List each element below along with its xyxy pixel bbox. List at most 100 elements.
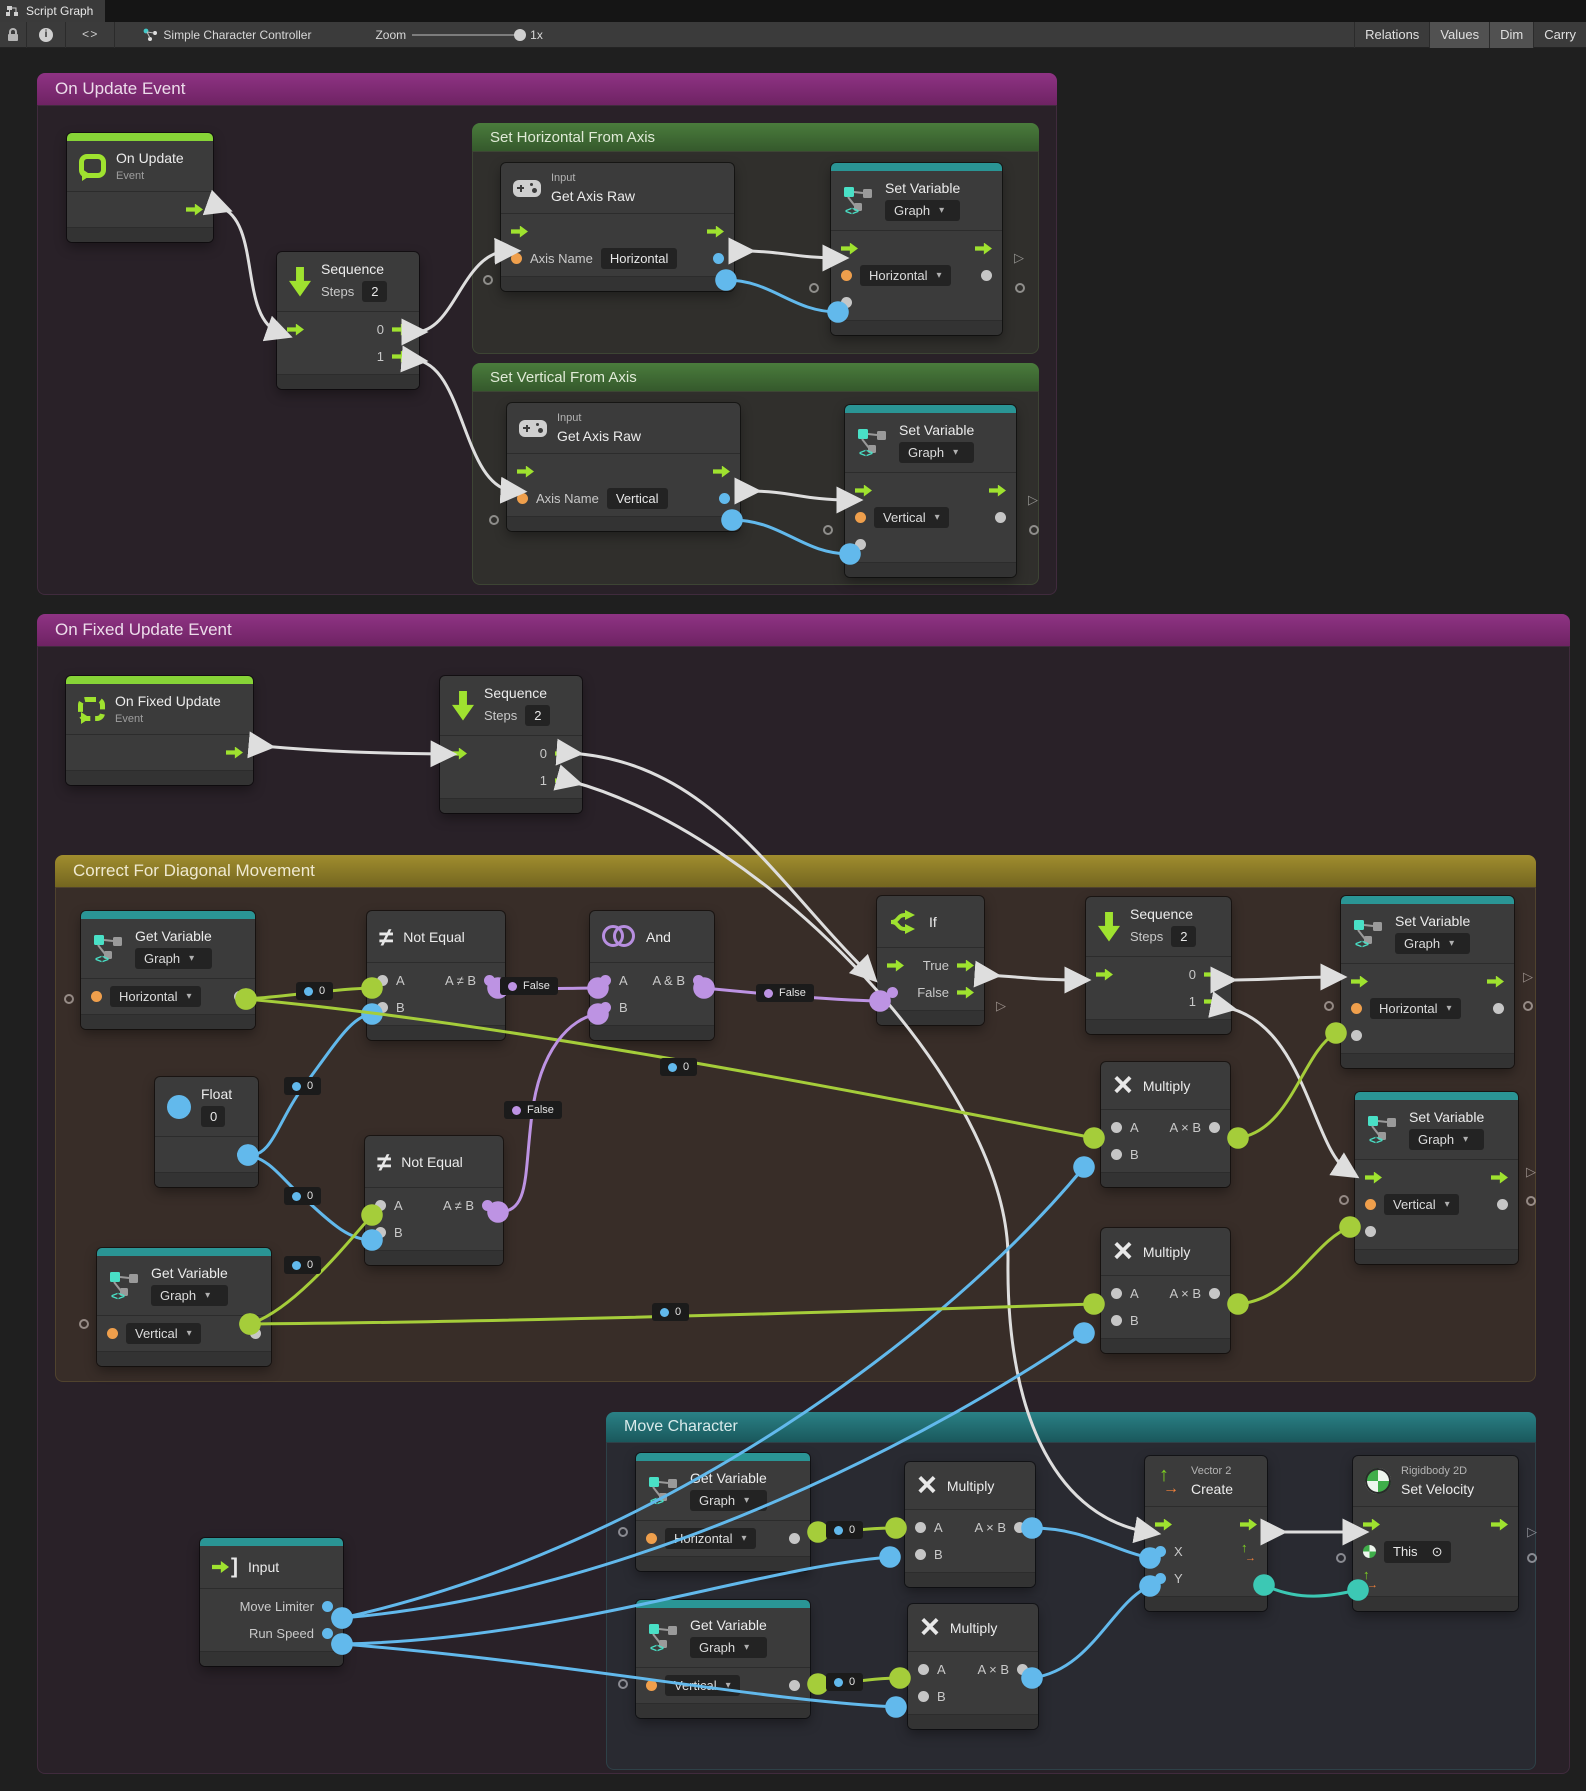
group-header[interactable]: Correct For Diagonal Movement (55, 855, 1536, 887)
unconnected-exec-triangle[interactable]: ▷ (1526, 1164, 1536, 1179)
input-port-a[interactable] (1111, 1122, 1122, 1133)
exec-input-port[interactable] (841, 242, 858, 255)
node-set-variable-vertical-1[interactable]: <> Set Variable Graph▾ Vertical▾ (845, 405, 1016, 577)
vector2-input-port[interactable]: ↑→ (1363, 1566, 1378, 1591)
exec-output-true[interactable] (957, 959, 974, 972)
float-input-x[interactable] (1155, 1546, 1166, 1557)
unconnected-port-ring[interactable] (1336, 1553, 1346, 1563)
this-value[interactable]: This⊙ (1384, 1540, 1452, 1563)
zoom-slider-knob[interactable] (514, 28, 527, 41)
unconnected-port-ring[interactable] (1523, 1001, 1533, 1011)
value-output-port[interactable] (1209, 1288, 1220, 1299)
exec-input-port[interactable] (1365, 1171, 1382, 1184)
variable-name-port[interactable] (1351, 1003, 1362, 1014)
variable-dropdown[interactable]: Horizontal▾ (1370, 998, 1461, 1019)
variable-dropdown[interactable]: Horizontal▾ (665, 1528, 756, 1549)
node-get-variable-horizontal-mc[interactable]: <> Get Variable Graph▾ Horizontal▾ (636, 1453, 810, 1571)
group-header[interactable]: On Update Event (37, 73, 1057, 105)
bool-output-port[interactable] (482, 1200, 493, 1211)
exec-input-port[interactable] (450, 747, 467, 760)
variable-dropdown[interactable]: Vertical▾ (1384, 1194, 1459, 1215)
exec-input-port[interactable] (1363, 1518, 1380, 1531)
input-port-a[interactable] (1111, 1288, 1122, 1299)
string-input-port[interactable] (517, 493, 528, 504)
exec-output-port-0[interactable] (555, 747, 572, 760)
value-output-port[interactable] (789, 1533, 800, 1544)
scope-dropdown[interactable]: Graph▾ (1395, 933, 1471, 954)
float-value[interactable]: 0 (201, 1106, 225, 1127)
bool-output-port[interactable] (693, 975, 704, 986)
variable-name-port[interactable] (91, 991, 102, 1002)
group-header[interactable]: Set Vertical From Axis (472, 363, 1039, 391)
unconnected-exec-triangle[interactable]: ▷ (1028, 492, 1038, 507)
axis-name-value[interactable]: Horizontal (600, 248, 678, 269)
exec-output-port-0[interactable] (1204, 968, 1221, 981)
rigidbody-port[interactable] (1363, 1545, 1376, 1558)
unconnected-exec-triangle[interactable]: ▷ (1527, 1524, 1537, 1539)
value-output-port[interactable] (1209, 1122, 1220, 1133)
value-output-port[interactable] (1017, 1664, 1028, 1675)
exec-output-port[interactable] (989, 484, 1006, 497)
value-input-port[interactable] (841, 297, 852, 308)
exec-input-port[interactable] (855, 484, 872, 497)
node-set-variable-horizontal-2[interactable]: <> Set Variable Graph▾ Horizontal▾ (1341, 896, 1514, 1068)
exec-output-port-0[interactable] (392, 323, 409, 336)
node-get-variable-horizontal-diag[interactable]: <> Get Variable Graph▾ Horizontal▾ (81, 911, 255, 1029)
exec-output-port[interactable] (713, 465, 730, 478)
node-set-variable-horizontal-1[interactable]: <> Set Variable Graph▾ Horizontal▾ (831, 163, 1002, 335)
scope-dropdown[interactable]: Graph▾ (899, 442, 975, 463)
tab-script-graph[interactable]: Script Graph (0, 0, 106, 22)
scope-dropdown[interactable]: Graph▾ (690, 1490, 767, 1511)
info-icon[interactable]: i (39, 27, 53, 42)
bool-input-port[interactable] (887, 987, 898, 998)
input-port-b[interactable] (377, 1002, 388, 1013)
exec-input-port[interactable] (1096, 968, 1113, 981)
exec-output-port[interactable] (1491, 1518, 1508, 1531)
unconnected-port-ring[interactable] (79, 1319, 89, 1329)
exec-output-port[interactable] (1240, 1518, 1257, 1531)
float-input-y[interactable] (1155, 1573, 1166, 1584)
input-port-b[interactable] (1111, 1315, 1122, 1326)
exec-output-port-1[interactable] (392, 350, 409, 363)
node-input[interactable]: ] Input Move Limiter Run Speed (200, 1538, 343, 1666)
float-output-port[interactable] (322, 1601, 333, 1612)
node-set-variable-vertical-2[interactable]: <> Set Variable Graph▾ Vertical▾ (1355, 1092, 1518, 1264)
group-header[interactable]: Move Character (606, 1412, 1536, 1442)
exec-output-port[interactable] (975, 242, 992, 255)
zoom-slider[interactable] (412, 28, 527, 41)
variable-dropdown[interactable]: Horizontal▾ (860, 265, 951, 286)
exec-output-port-1[interactable] (1204, 995, 1221, 1008)
value-input-port[interactable] (855, 539, 866, 550)
float-output-port[interactable] (322, 1628, 333, 1639)
exec-output-port[interactable] (1491, 1171, 1508, 1184)
value-output-port[interactable] (250, 1328, 261, 1339)
dim-button[interactable]: Dim (1490, 21, 1534, 48)
exec-input-port[interactable] (517, 465, 534, 478)
vector2-output-port[interactable]: ↑→ (1241, 1539, 1256, 1564)
input-port-a[interactable] (375, 1200, 386, 1211)
unconnected-exec-triangle[interactable]: ▷ (1523, 969, 1533, 984)
exec-input-port[interactable] (887, 959, 904, 972)
unconnected-port-ring[interactable] (1029, 525, 1039, 535)
float-output-port[interactable] (237, 1149, 248, 1160)
input-port-b[interactable] (600, 1002, 611, 1013)
exec-output-port[interactable] (707, 225, 724, 238)
variable-name-port[interactable] (646, 1680, 657, 1691)
variable-name-port[interactable] (855, 512, 866, 523)
variable-dropdown[interactable]: Vertical▾ (665, 1675, 740, 1696)
exec-output-false[interactable] (957, 986, 974, 999)
unconnected-port-ring[interactable] (489, 515, 499, 525)
variable-dropdown[interactable]: Vertical▾ (874, 507, 949, 528)
